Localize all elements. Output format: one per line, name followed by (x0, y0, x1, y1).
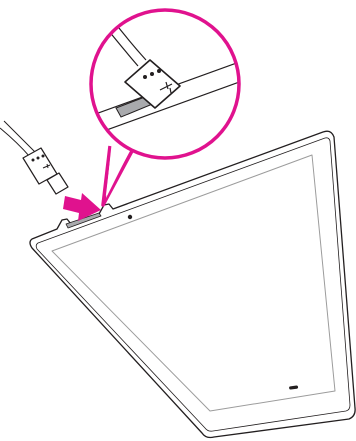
tablet-bezel (35, 137, 351, 432)
zoom-usb-icon (159, 81, 173, 94)
bottom-port (289, 385, 299, 390)
tablet-usb-port (65, 212, 102, 229)
callout-ring (89, 8, 241, 160)
usb-plug-tip (46, 172, 69, 195)
arrow-right-icon (63, 193, 101, 221)
camera-icon (127, 214, 133, 220)
tablet-screen (51, 154, 336, 412)
tablet (29, 130, 356, 439)
zoom-callout (89, 8, 241, 207)
usb-icon (42, 163, 51, 169)
zoom-usb-connector (124, 59, 181, 109)
usb-cable (0, 120, 69, 195)
